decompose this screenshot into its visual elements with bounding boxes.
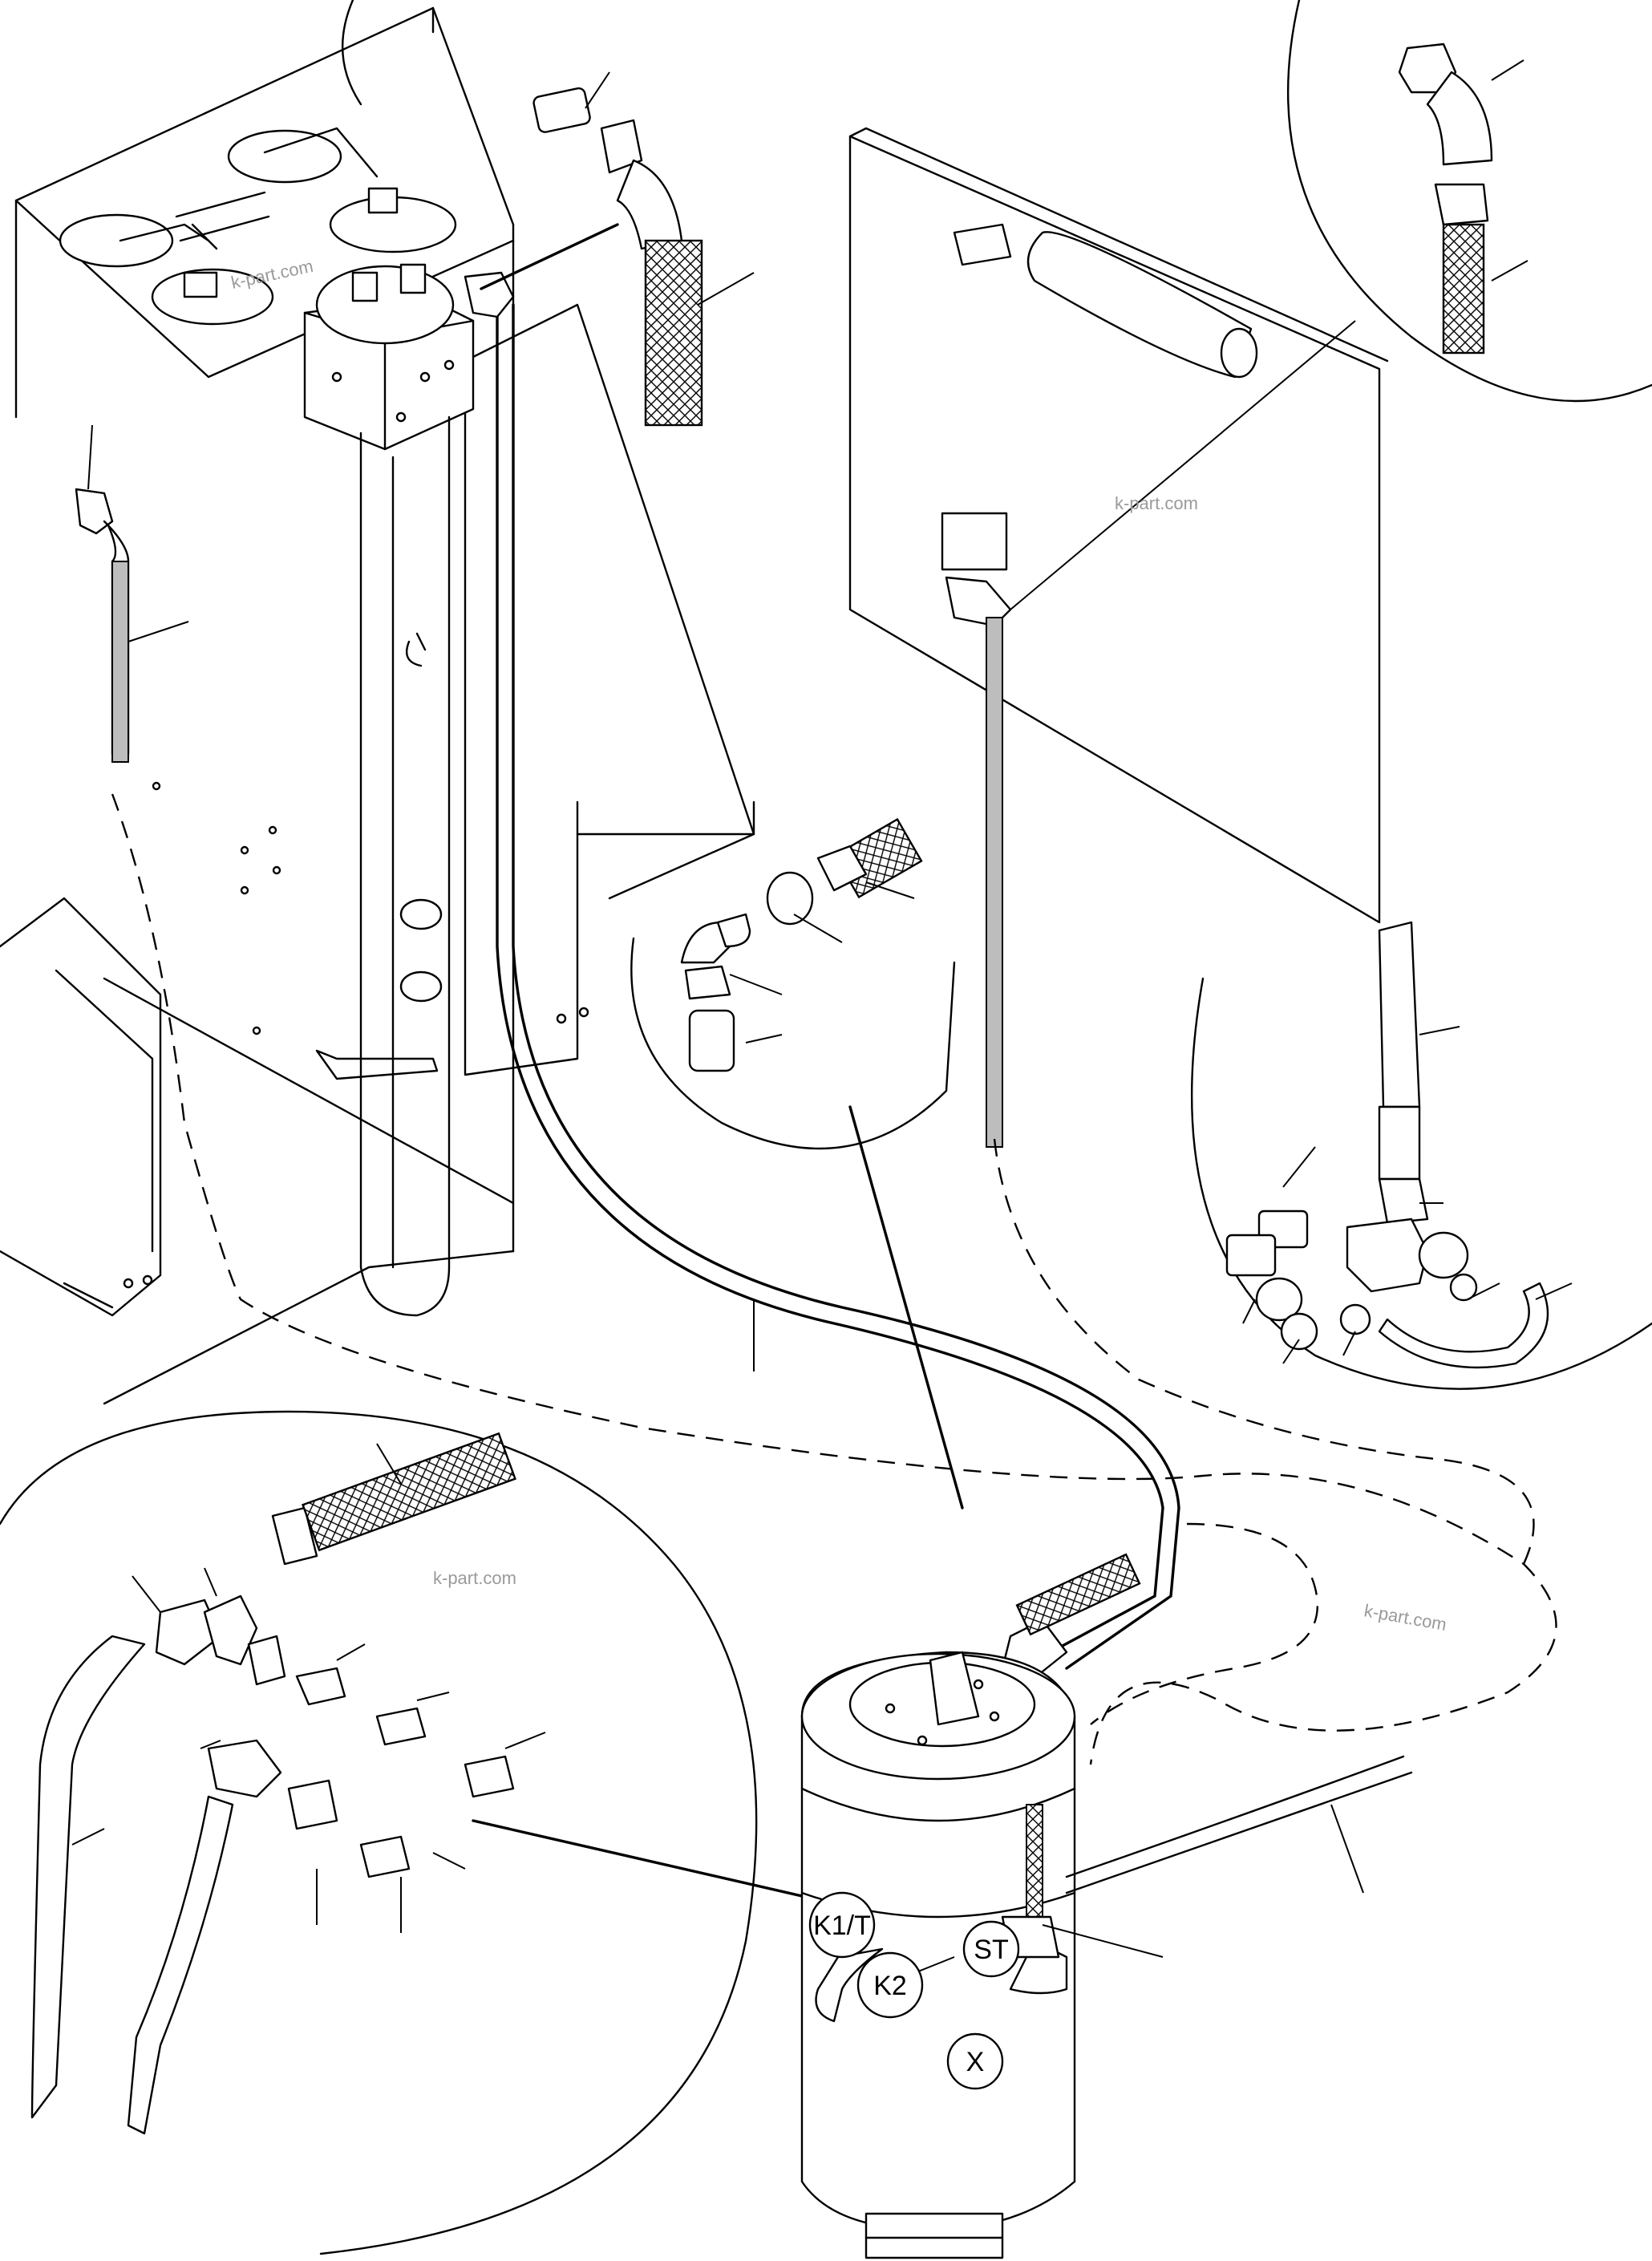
zoom-circle-lower-left: [0, 1410, 860, 2255]
callout-k2-label: K2: [873, 1971, 907, 2001]
callout-k1t: K1/T: [808, 1891, 876, 1959]
watermark-2: k-part.com: [1115, 493, 1198, 513]
watermark-3: k-part.com: [433, 1568, 516, 1588]
filter-heads: [59, 127, 457, 326]
elbow-hose-detail: [480, 71, 755, 427]
distributor-block: [303, 263, 475, 451]
swivel-drum: [800, 1651, 1413, 2259]
zoom-circle-right: [1191, 921, 1652, 1390]
callout-x: X: [946, 2032, 1004, 2090]
callout-st-label: ST: [974, 1935, 1008, 1965]
callout-st: ST: [962, 1920, 1020, 1978]
watermark-1: k-part.com: [229, 256, 315, 293]
watermark-4: k-part.com: [1362, 1600, 1448, 1635]
callout-k1t-label: K1/T: [813, 1911, 871, 1941]
dashed-contours: [111, 793, 1557, 1765]
callout-x-label: X: [966, 2047, 985, 2077]
main-hose: [464, 271, 1180, 1686]
zoom-circle-top-right: [1287, 0, 1652, 403]
machine-frame: [0, 0, 755, 1405]
left-hose: [75, 424, 189, 763]
right-panel: [848, 127, 1389, 1148]
callout-k2: K2: [856, 1951, 924, 2019]
filter-column: [315, 415, 451, 1317]
zoom-circle-center: [630, 817, 964, 1509]
